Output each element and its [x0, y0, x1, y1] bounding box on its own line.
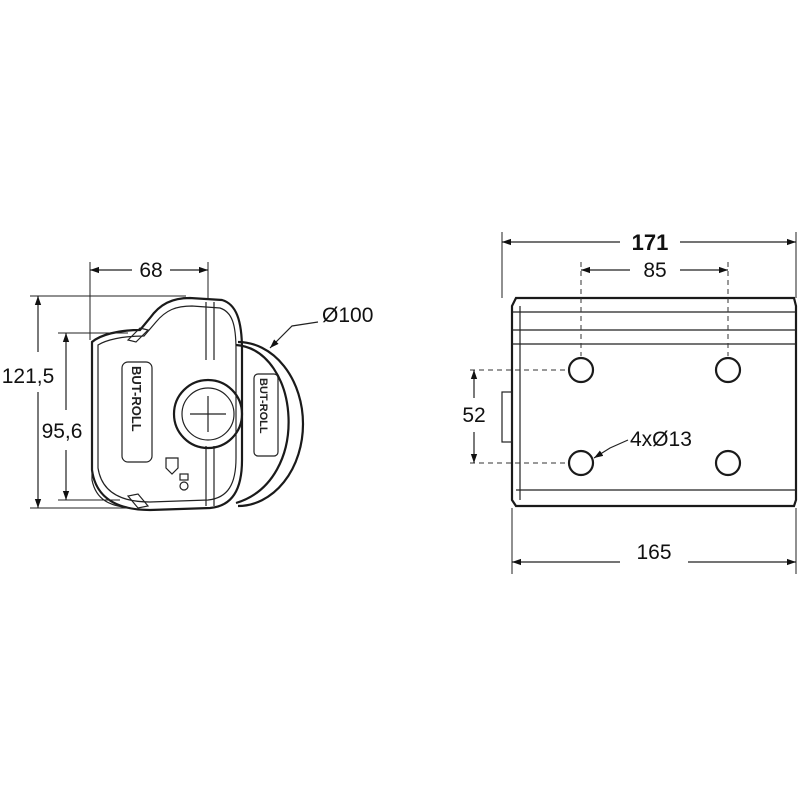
logo-left-text: BUT-ROLL	[129, 366, 144, 432]
hole-top-left	[567, 356, 595, 384]
hole-bottom-left	[567, 449, 595, 477]
side-view: BUT-ROLL BUT-ROLL 68 121,5 95,6 Ø100	[2, 259, 373, 512]
front-view: 171 85 52 4xØ13 165	[462, 230, 798, 574]
dim-diameter-100: Ø100	[322, 304, 373, 327]
dim-68: 68	[139, 259, 162, 282]
dim-52: 52	[462, 404, 485, 427]
body-outline	[90, 296, 244, 512]
mounting-plate	[510, 296, 798, 508]
dim-95-6: 95,6	[42, 420, 83, 443]
dim-121-5: 121,5	[2, 365, 55, 388]
dim-165: 165	[636, 541, 671, 564]
hole-top-right	[714, 356, 742, 384]
dim-85: 85	[643, 259, 666, 282]
logo-right-text: BUT-ROLL	[257, 378, 269, 434]
dim-171: 171	[632, 230, 669, 255]
roller-circle	[237, 340, 305, 508]
axle-hub	[172, 378, 244, 450]
hole-bottom-right	[714, 449, 742, 477]
dim-holes: 4xØ13	[630, 428, 692, 451]
logo-plate-right	[253, 373, 279, 457]
logo-plate-left	[121, 361, 153, 463]
